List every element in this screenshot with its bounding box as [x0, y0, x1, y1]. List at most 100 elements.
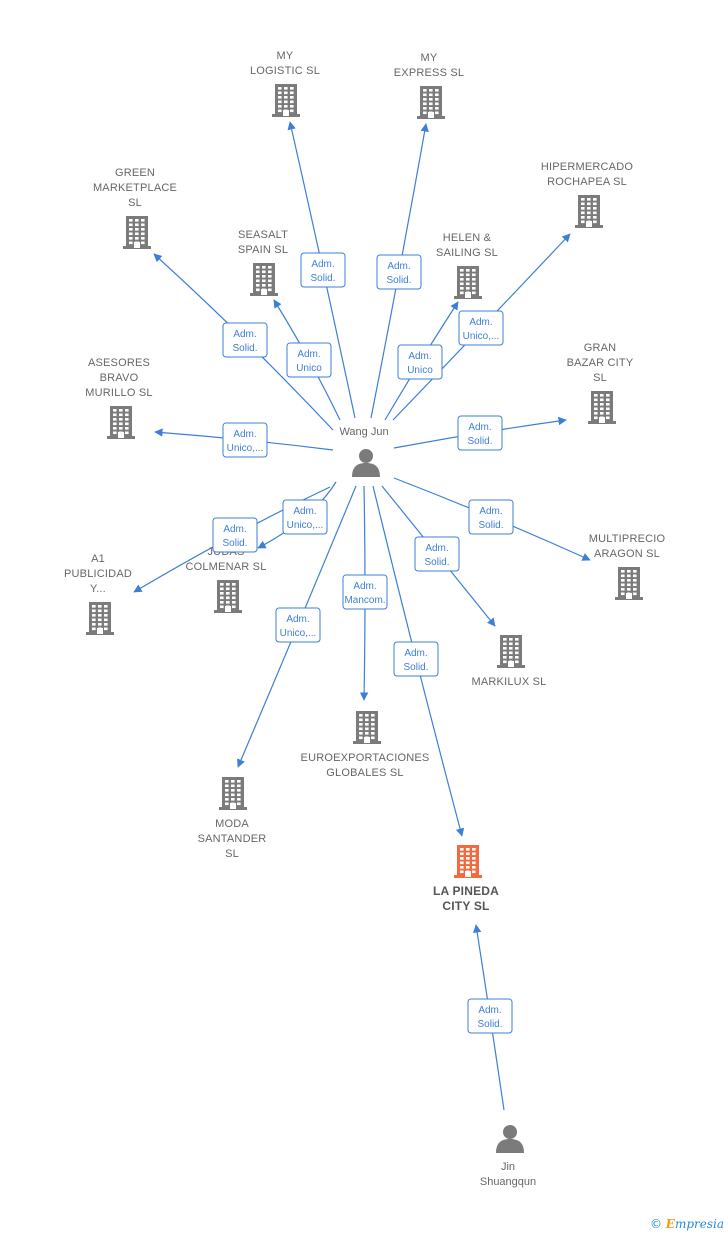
building-icon-judas[interactable]	[214, 580, 242, 613]
company-label-hiper-line: HIPERMERCADO	[541, 161, 633, 173]
building-icon-a1[interactable]	[86, 602, 114, 635]
company-label-seasalt-line: SPAIN SL	[238, 244, 288, 256]
role-badge-wang-judas[interactable]: Adm. Unico,...	[282, 499, 328, 535]
company-label-a1-line: Y...	[90, 583, 106, 595]
building-icon-pineda[interactable]	[454, 845, 482, 878]
role-badge-line: Unico,...	[280, 628, 317, 639]
building-icon-hiper[interactable]	[575, 195, 603, 228]
role-badge-wang-gran[interactable]: Adm. Solid.	[457, 415, 503, 451]
company-label-helen-line: SAILING SL	[436, 247, 498, 259]
building-icon-gran[interactable]	[588, 391, 616, 424]
building-icon-moda[interactable]	[219, 777, 247, 810]
role-badge-wang-hiper[interactable]: Adm.Unico,...	[458, 310, 504, 346]
role-badge-box	[342, 574, 388, 610]
role-badge-line: Adm.	[404, 648, 427, 659]
role-badge-wang-multiprecio[interactable]: Adm.Solid.	[468, 499, 514, 535]
role-badge-wang-moda[interactable]: Adm. Unico,...	[275, 607, 321, 643]
copyright-notice[interactable]: © Empresia	[650, 1217, 724, 1231]
role-badge-text: Adm.Unico,...	[463, 317, 500, 342]
company-label-multiprecio-line: MULTIPRECIO	[589, 533, 666, 545]
company-label-gran-line: BAZAR CITY	[567, 357, 634, 369]
role-badge-line: Adm.	[468, 422, 491, 433]
company-label-moda-line: SL	[225, 848, 239, 860]
building-icon-asesores[interactable]	[107, 406, 135, 439]
role-badge-box	[286, 342, 332, 378]
person-label-wang-line: Wang Jun	[339, 426, 388, 438]
role-badge-line: Solid.	[467, 436, 492, 447]
role-badge-line: Adm.	[311, 259, 334, 270]
empresia-logo-initial: E	[665, 1217, 675, 1231]
person-label-wang: Wang Jun	[339, 426, 388, 438]
role-badge-line: Adm.	[479, 506, 502, 517]
role-badge-wang-asesores[interactable]: Adm.Unico,...	[222, 422, 268, 458]
role-badge-text: Adm.Unico,...	[227, 429, 264, 454]
role-badge-box	[222, 322, 268, 358]
building-icon-mylogistic[interactable]	[272, 84, 300, 117]
role-badge-line: Adm.	[293, 506, 316, 517]
building-icon-multiprecio[interactable]	[615, 567, 643, 600]
building-icon-euro[interactable]	[353, 711, 381, 744]
company-label-myexpress-line: MY	[421, 52, 438, 64]
role-badge-line: Solid.	[424, 557, 449, 568]
company-label-pineda-line: CITY SL	[442, 899, 489, 913]
company-label-helen: HELEN &SAILING SL	[436, 232, 498, 259]
role-badge-wang-markilux[interactable]: Adm. Solid.	[414, 536, 460, 572]
building-icon-green[interactable]	[123, 216, 151, 249]
empresia-logo-text: mpresia	[674, 1217, 724, 1231]
role-badge-box	[222, 422, 268, 458]
company-label-a1-line: A1	[91, 553, 105, 565]
role-badge-line: Solid.	[403, 662, 428, 673]
role-badge-line: Mancom.	[344, 595, 385, 606]
company-label-a1-line: PUBLICIDAD	[64, 568, 132, 580]
person-label-jin-line: Jin	[501, 1161, 515, 1173]
company-label-gran-line: GRAN	[584, 342, 617, 354]
role-badge-text: Adm.Solid.	[386, 261, 411, 286]
company-label-mylogistic-line: LOGISTIC SL	[250, 65, 320, 77]
building-icon-helen[interactable]	[454, 266, 482, 299]
building-icon-markilux[interactable]	[497, 635, 525, 668]
role-badge-line: Adm.	[286, 614, 309, 625]
company-label-mylogistic-line: MY	[277, 50, 294, 62]
role-badge-wang-green[interactable]: Adm.Solid.	[222, 322, 268, 358]
company-label-euro-line: GLOBALES SL	[326, 767, 403, 779]
role-badge-jin-pineda[interactable]: Adm.Solid.	[467, 998, 513, 1034]
role-badge-box	[393, 641, 439, 677]
role-badge-text: Adm.Solid.	[232, 329, 257, 354]
role-badge-wang-a1[interactable]: Adm.Solid.	[212, 517, 258, 553]
role-badge-line: Adm.	[223, 524, 246, 535]
person-icon-jin[interactable]	[496, 1125, 524, 1153]
role-badge-line: Adm.	[469, 317, 492, 328]
company-label-pineda-line: LA PINEDA	[433, 884, 499, 898]
role-badge-box	[468, 499, 514, 535]
role-badge-wang-myexpress[interactable]: Adm.Solid.	[376, 254, 422, 290]
role-badge-line: Adm.	[425, 543, 448, 554]
role-badge-wang-mylogistic[interactable]: Adm.Solid.	[300, 252, 346, 288]
role-badge-wang-euro[interactable]: Adm.Mancom.	[342, 574, 388, 610]
role-badge-wang-seasalt[interactable]: Adm.Unico	[286, 342, 332, 378]
person-icon-wang[interactable]	[352, 449, 380, 477]
company-label-euro-line: EUROEXPORTACIONES	[301, 752, 430, 764]
company-label-markilux: MARKILUX SL	[472, 676, 547, 688]
company-label-seasalt-line: SEASALT	[238, 229, 288, 241]
company-label-asesores-line: MURILLO SL	[85, 387, 152, 399]
role-badge-line: Unico	[296, 363, 322, 374]
building-icon-seasalt[interactable]	[250, 263, 278, 296]
company-label-mylogistic: MY LOGISTIC SL	[250, 50, 320, 77]
role-badge-box	[467, 998, 513, 1034]
role-badge-text: Adm.Unico	[407, 351, 433, 376]
role-badge-wang-helen[interactable]: Adm.Unico	[397, 344, 443, 380]
building-icon-myexpress[interactable]	[417, 86, 445, 119]
company-label-asesores-line: ASESORES	[88, 357, 150, 369]
role-badge-wang-pineda[interactable]: Adm. Solid.	[393, 641, 439, 677]
role-badge-line: Unico,...	[287, 520, 324, 531]
